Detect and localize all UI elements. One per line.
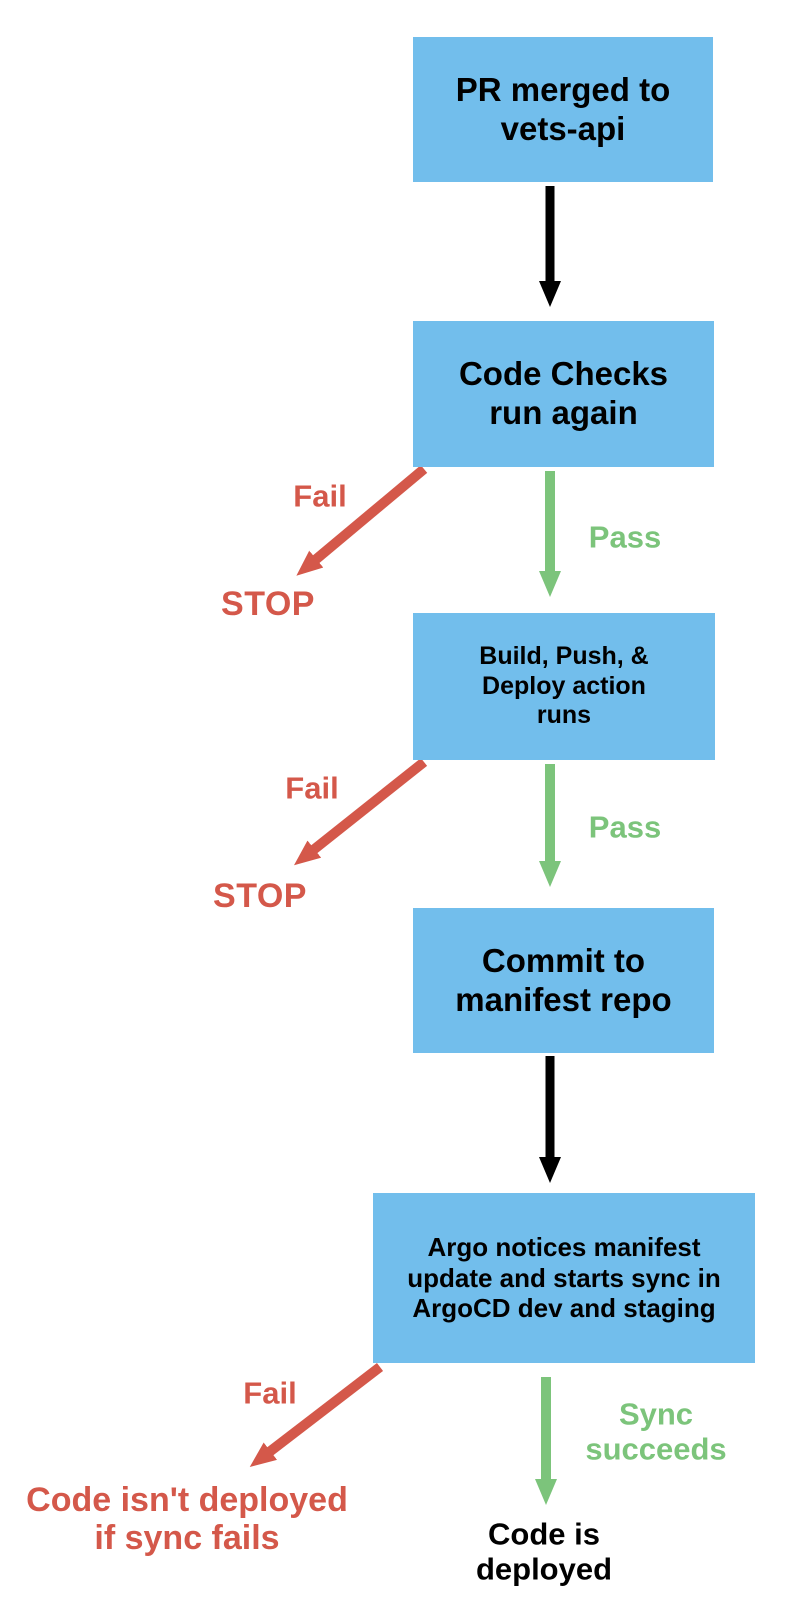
node-argo-sync: Argo notices manifest update and starts … bbox=[373, 1193, 755, 1363]
node-code-checks: Code Checks run again bbox=[413, 321, 714, 467]
sync-succeeds-label: Sync succeeds bbox=[585, 1396, 727, 1466]
pass-label-2: Pass bbox=[588, 809, 662, 845]
pass-label-1: Pass bbox=[588, 519, 662, 555]
code-deployed-label: Code is deployed bbox=[475, 1516, 613, 1586]
stop-label-1: STOP bbox=[221, 584, 315, 623]
node-pr-merged: PR merged to vets-api bbox=[413, 37, 713, 182]
fail-label-1: Fail bbox=[293, 478, 347, 514]
fail-label-3: Fail bbox=[243, 1375, 297, 1411]
node-commit-manifest: Commit to manifest repo bbox=[413, 908, 714, 1053]
stop-label-2: STOP bbox=[213, 876, 307, 915]
node-build-push-deploy: Build, Push, & Deploy action runs bbox=[413, 613, 715, 760]
fail-label-2: Fail bbox=[285, 770, 339, 806]
not-deployed-label: Code isn't deployed if sync fails bbox=[26, 1480, 348, 1557]
